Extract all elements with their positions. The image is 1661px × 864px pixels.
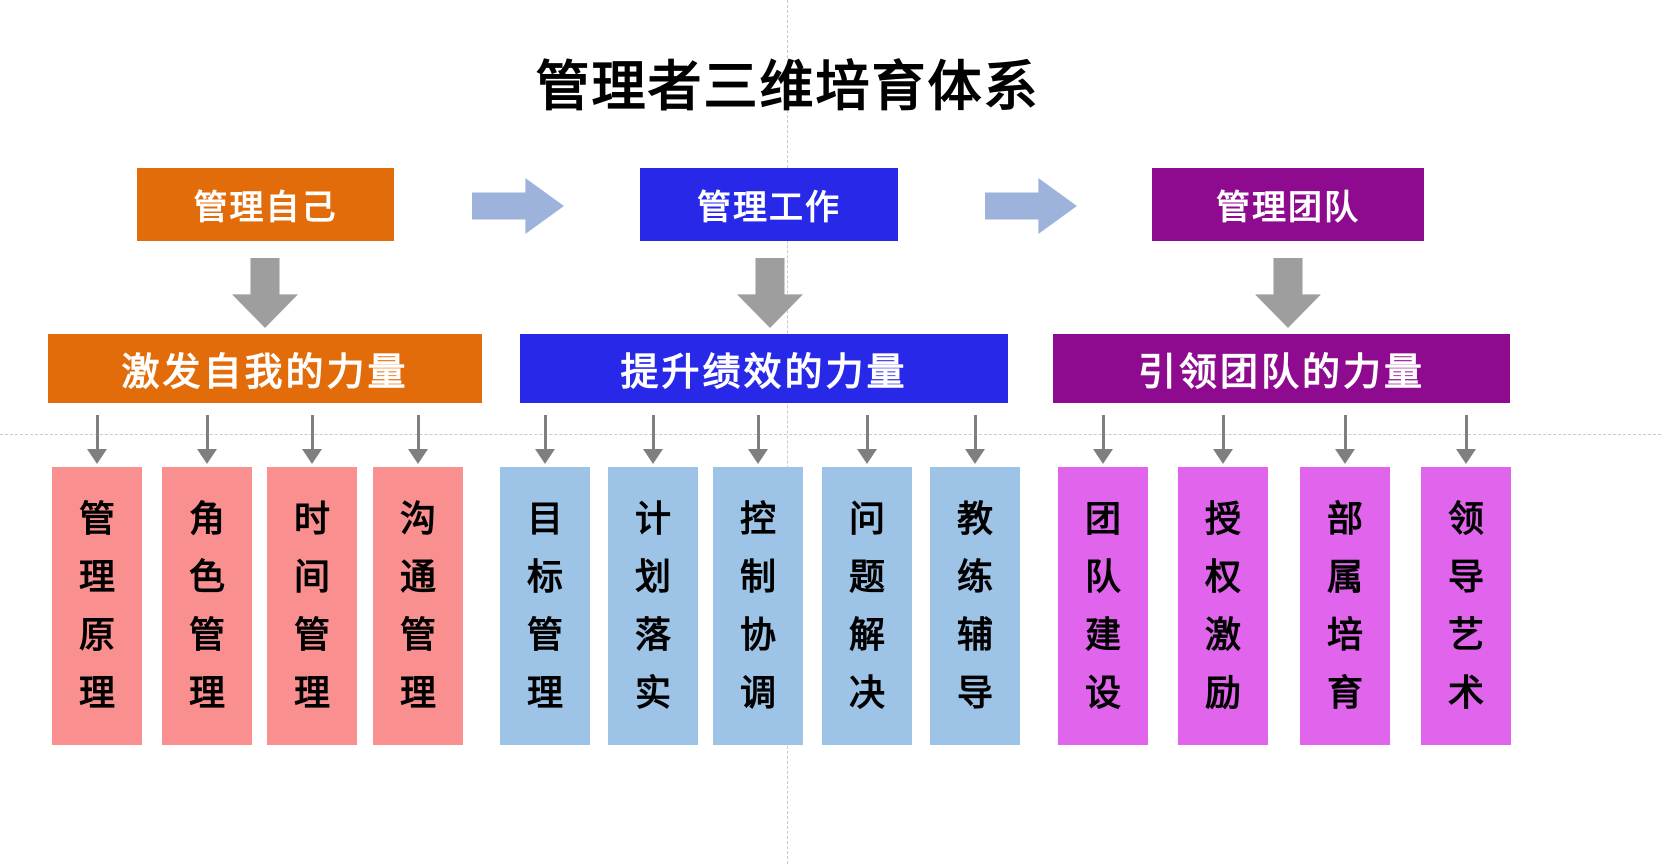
horizontal-guide-line [0,434,1661,435]
topic-column: 计划落实 [608,415,698,745]
down-block-arrow-icon [1255,258,1321,328]
banner-performance-power: 提升绩效的力量 [520,334,1008,403]
right-arrow-icon [472,178,564,234]
header-box-manage-work: 管理工作 [640,168,898,241]
down-arrow-icon [205,415,209,449]
topic-column: 时间管理 [267,415,357,745]
topic-label: 角色管理 [188,498,225,713]
diagram-title: 管理者三维培育体系 [535,57,1040,117]
topic-label: 团队建设 [1084,498,1121,713]
down-arrow-icon [651,415,655,449]
topic-column: 授权激励 [1178,415,1268,745]
down-arrow-icon [1464,415,1468,449]
down-block-arrow-icon [232,258,298,328]
topic-label: 领导艺术 [1447,498,1484,713]
down-block-arrow-icon [737,258,803,328]
header-box-manage-self: 管理自己 [137,168,394,241]
topic-column: 控制协调 [713,415,803,745]
topic-label: 授权激励 [1204,498,1241,713]
right-arrow-icon [985,178,1077,234]
vertical-guide-line [787,0,788,864]
down-arrow-icon [416,415,420,449]
down-arrow-icon [543,415,547,449]
topic-column: 沟通管理 [373,415,463,745]
topic-label: 沟通管理 [399,498,436,713]
topic-label: 控制协调 [739,498,776,713]
topic-column: 角色管理 [162,415,252,745]
down-arrow-icon [756,415,760,449]
topic-column: 团队建设 [1058,415,1148,745]
topic-column: 领导艺术 [1421,415,1511,745]
topic-label: 目标管理 [526,498,563,713]
down-arrow-icon [1343,415,1347,449]
topic-column: 问题解决 [822,415,912,745]
banner-self-power: 激发自我的力量 [48,334,482,403]
topic-column: 管理原理 [52,415,142,745]
topic-label: 部属培育 [1326,498,1363,713]
down-arrow-icon [1101,415,1105,449]
topic-label: 时间管理 [293,498,330,713]
down-arrow-icon [865,415,869,449]
down-arrow-icon [95,415,99,449]
topic-label: 计划落实 [634,498,671,713]
down-arrow-icon [1221,415,1225,449]
topic-column: 部属培育 [1300,415,1390,745]
topic-column: 教练辅导 [930,415,1020,745]
topic-label: 教练辅导 [956,498,993,713]
down-arrow-icon [310,415,314,449]
down-arrow-icon [973,415,977,449]
topic-label: 问题解决 [848,498,885,713]
header-box-manage-team: 管理团队 [1152,168,1424,241]
topic-column: 目标管理 [500,415,590,745]
banner-team-power: 引领团队的力量 [1053,334,1510,403]
topic-label: 管理原理 [78,498,115,713]
